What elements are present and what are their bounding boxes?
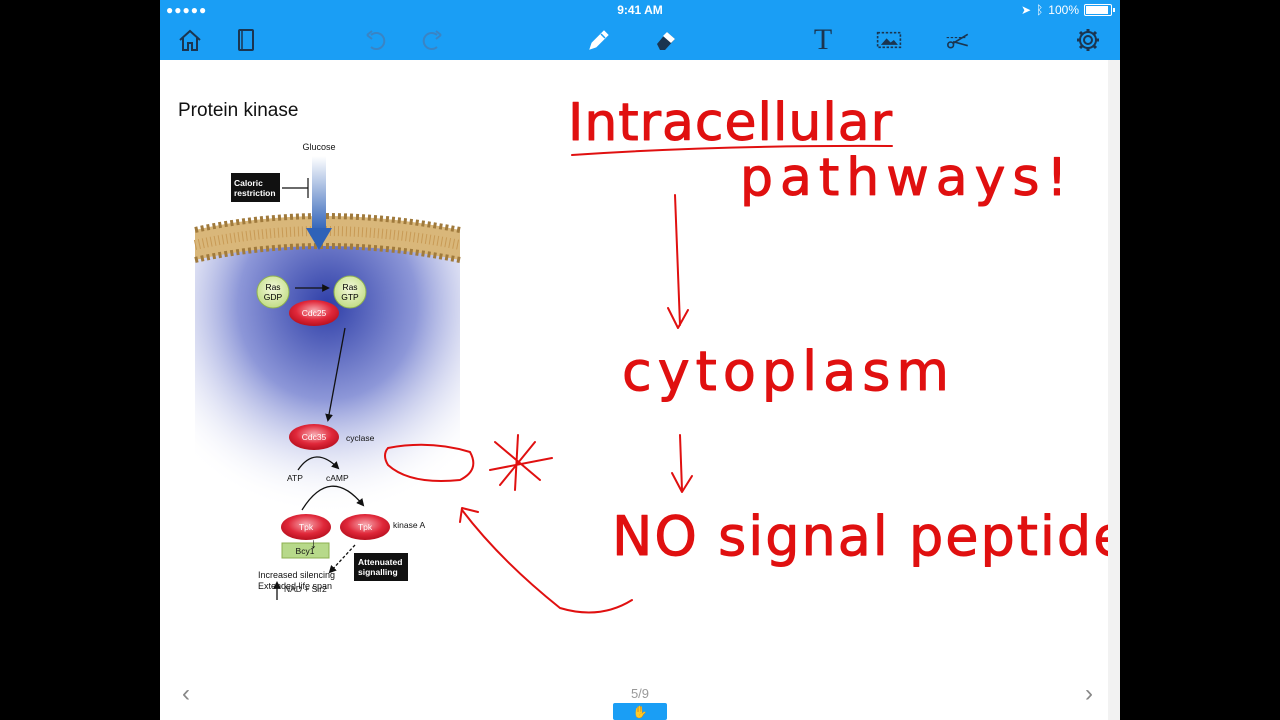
prev-page-button[interactable]: ‹: [182, 680, 190, 708]
ink-no-signal-peptide: NO signal peptide: [612, 505, 1108, 568]
location-icon: ➤: [1021, 3, 1031, 17]
battery-percent: 100%: [1048, 3, 1079, 17]
page-number: 5/9: [600, 686, 680, 701]
eraser-icon[interactable]: [650, 24, 682, 56]
ink-cytoplasm: cytoplasm: [622, 340, 955, 403]
next-page-button[interactable]: ›: [1085, 680, 1093, 708]
pen-icon[interactable]: [583, 24, 615, 56]
ink-arrow-curve: [460, 508, 632, 613]
ink-arrow-1: [668, 195, 688, 328]
ink-intracellular: Intracellular: [568, 93, 893, 153]
redo-icon[interactable]: [416, 24, 448, 56]
down-arrow-icon: ↓: [310, 538, 317, 549]
handwriting-layer: Intracellular pathways! cytoplasm NO sig…: [160, 60, 1108, 720]
extended-lifespan-label: Extended life span: [258, 581, 335, 592]
scissors-icon[interactable]: [942, 24, 974, 56]
text-tool-icon[interactable]: T: [807, 24, 839, 56]
hand-icon: ✋: [633, 705, 648, 719]
status-right: ➤ ᛒ 100%: [1021, 3, 1112, 17]
image-icon[interactable]: [873, 24, 905, 56]
ink-circle-kinase: [385, 445, 473, 481]
undo-icon[interactable]: [360, 24, 392, 56]
battery-icon: [1084, 4, 1112, 16]
status-bar: ●●●●● 9:41 AM ➤ ᛒ 100%: [160, 0, 1120, 20]
hand-tool-button[interactable]: ✋: [613, 703, 667, 720]
increased-silencing-label: Increased silencing: [258, 570, 335, 581]
bluetooth-icon: ᛒ: [1036, 3, 1043, 17]
outcome-text: ↓ Increased silencing Extended life span: [258, 570, 335, 592]
scrollbar[interactable]: [1108, 60, 1120, 720]
app-screen: ●●●●● 9:41 AM ➤ ᛒ 100% T: [160, 0, 1120, 720]
ink-star: [490, 435, 552, 490]
ink-pathways: pathways!: [740, 148, 1074, 208]
pages-icon[interactable]: [230, 24, 262, 56]
ink-arrow-2: [672, 435, 692, 492]
home-icon[interactable]: [174, 24, 206, 56]
gear-icon[interactable]: [1072, 24, 1104, 56]
toolbar: T: [160, 20, 1120, 60]
status-time: 9:41 AM: [160, 3, 1120, 17]
note-page[interactable]: Protein kinase: [160, 60, 1108, 720]
